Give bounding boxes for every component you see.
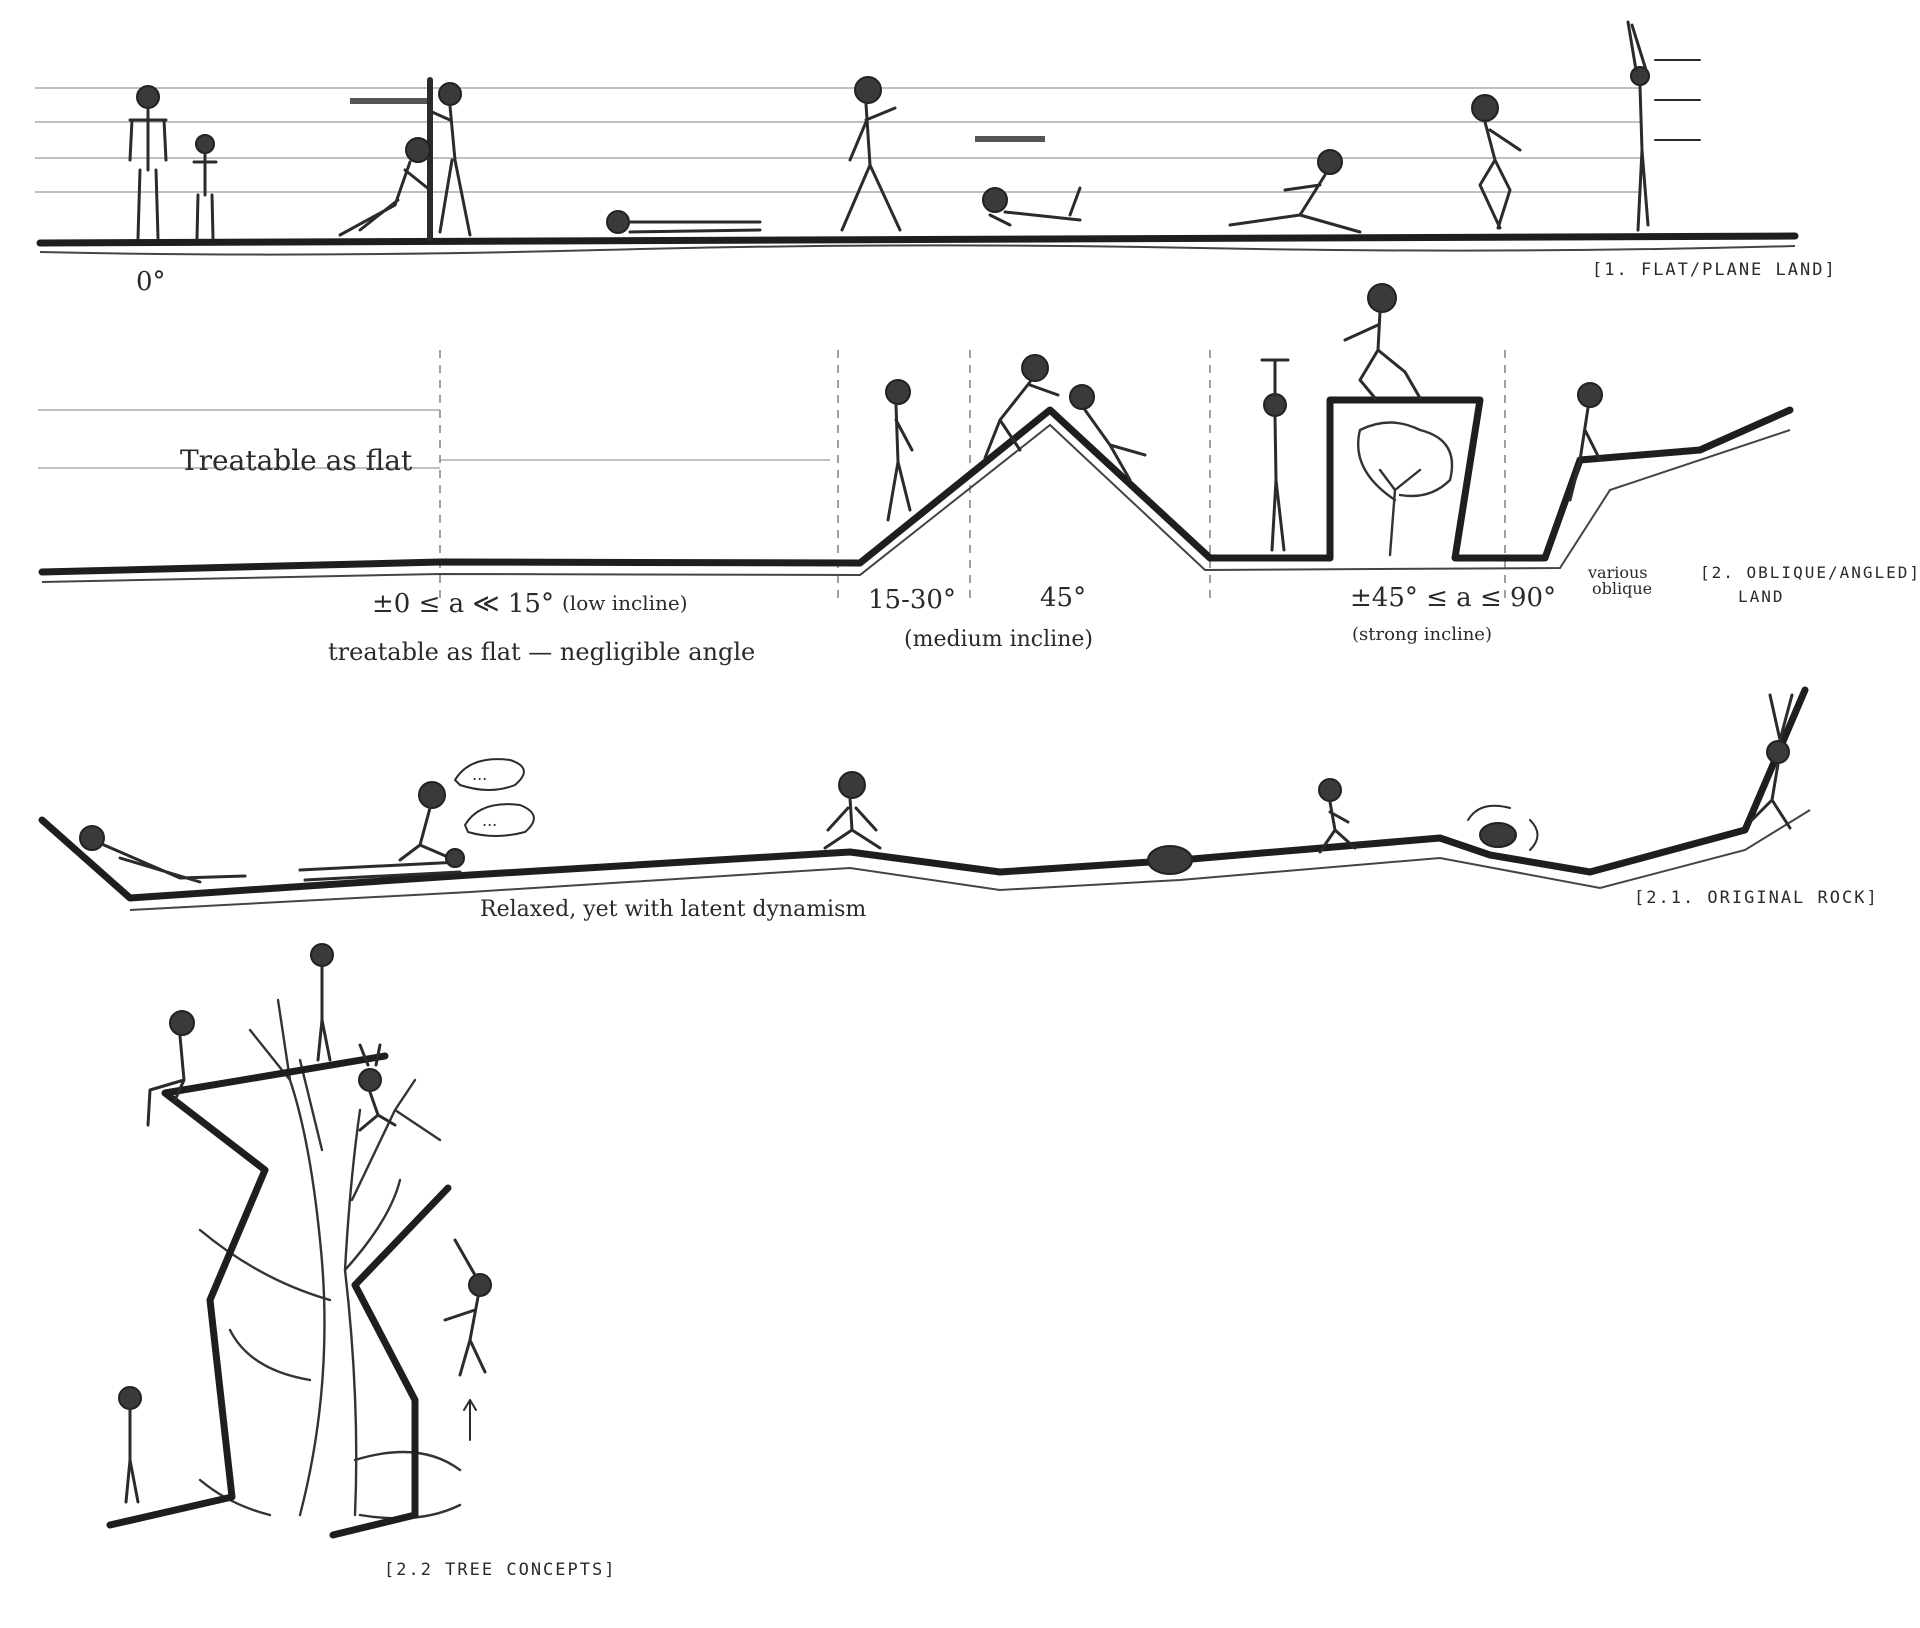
strong-incline-range: ±45° ≤ a ≤ 90°: [1350, 583, 1556, 613]
figure-standing-wall: [1262, 360, 1288, 550]
various-oblique-line2: oblique: [1592, 579, 1652, 598]
flat-land-label: [1. FLAT/PLANE LAND]: [1592, 260, 1837, 280]
figure-sitting: [1230, 150, 1360, 232]
figure-rolling: [1468, 806, 1538, 850]
figure-leaning-on-partner: [400, 782, 464, 867]
figure-curled-in-dip: [1148, 846, 1192, 874]
strong-incline-desc: (strong incline): [1352, 624, 1492, 645]
rock-ground-line: [42, 690, 1805, 898]
medium-incline-desc: (medium incline): [904, 627, 1093, 652]
figure-standing-adult: [130, 86, 166, 238]
flat-angle-label: 0°: [136, 267, 166, 297]
section-oblique-land: Treatable as flat: [38, 284, 1920, 666]
speech-bubbles: ... ...: [455, 759, 534, 836]
figure-climbing-pole: [432, 83, 470, 235]
section-original-rock: ... ... Relaxed, yet with latent dynamis…: [42, 690, 1879, 922]
figure-climbing-side: [1570, 383, 1602, 500]
speech-bubble-upper: ...: [472, 765, 487, 784]
section-tree-concepts: [2.2 TREE CONCEPTS]: [110, 944, 616, 1580]
speech-bubble-lower: ...: [482, 811, 497, 830]
figure-crouching-ledge: [1345, 284, 1420, 398]
medium-incline-range-a: 15-30°: [868, 585, 956, 615]
figure-climbing-incline: [985, 355, 1058, 458]
figure-standing-base: [119, 1387, 141, 1502]
low-incline-range: ±0 ≤ a ≪ 15°: [372, 589, 554, 619]
tree-platform-structure: [110, 1056, 385, 1525]
figure-walking: [842, 77, 900, 230]
tree-in-pit: [1358, 423, 1452, 556]
figure-crouching: [1472, 95, 1520, 228]
figure-walking-rock: [1319, 779, 1355, 852]
rock-ground-texture: [130, 810, 1810, 910]
section-flat-land: 0°: [35, 22, 1837, 297]
flat-ground-line: [40, 236, 1795, 243]
section-marker-bar: [975, 136, 1045, 142]
original-rock-label: [2.1. ORIGINAL ROCK]: [1634, 888, 1879, 908]
flat-ground-texture: [40, 245, 1795, 254]
low-incline-desc: (low incline): [562, 591, 688, 615]
rock-caption: Relaxed, yet with latent dynamism: [480, 897, 866, 922]
figure-standing-child: [194, 135, 216, 238]
figure-lying: [607, 211, 760, 233]
figure-walking-incline: [886, 380, 912, 520]
figure-standing-platform: [311, 944, 333, 1060]
medium-incline-range-b: 45°: [1040, 583, 1086, 613]
figure-jumping: [1628, 22, 1700, 230]
figure-hanging-platform: [359, 1045, 395, 1130]
tree-concepts-label: [2.2 TREE CONCEPTS]: [384, 1560, 616, 1580]
figure-sitting-crosslegged: [825, 772, 880, 848]
oblique-ground-line: [42, 400, 1790, 572]
treatable-as-flat-note: Treatable as flat: [180, 444, 413, 477]
height-guides: [35, 88, 1640, 192]
low-incline-note: treatable as flat — negligible angle: [328, 638, 755, 666]
figure-sitting-leaning: [340, 138, 430, 235]
tree-zigzag-structure: [333, 1188, 448, 1535]
oblique-land-label-line1: [2. OBLIQUE/ANGLED]: [1700, 563, 1920, 582]
oblique-land-label-line2: LAND: [1738, 587, 1785, 606]
figure-prone: [983, 188, 1080, 225]
figure-jumping-tree: [445, 1240, 491, 1440]
